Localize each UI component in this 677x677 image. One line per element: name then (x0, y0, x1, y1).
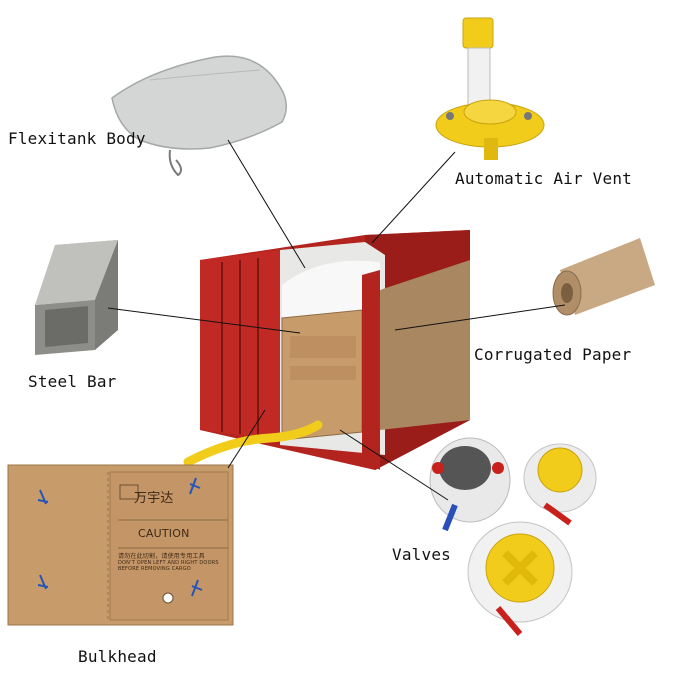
leader-steel-bar (107, 307, 301, 334)
hose-image (183, 420, 323, 467)
leader-paper (394, 304, 566, 331)
paper-roll-image (552, 238, 655, 316)
leader-air-vent (371, 151, 456, 244)
leader-flexitank (227, 139, 306, 269)
leader-valves (339, 429, 449, 501)
air-vent-image (435, 17, 545, 160)
leader-bulkhead (227, 409, 266, 469)
bulkhead-notice-cn: 请勿在此切割，请使用专用工具 (118, 553, 205, 560)
bulkhead-notice-en: DON'T OPEN LEFT AND RIGHT DOORS BEFORE R… (118, 560, 219, 572)
valves-image (429, 437, 597, 636)
label-air-vent: Automatic Air Vent (455, 169, 632, 188)
label-bulkhead: Bulkhead (78, 647, 157, 666)
label-flexitank-body: Flexitank Body (8, 129, 146, 148)
container-image (200, 230, 470, 470)
bulkhead-caution-text: CAUTION (138, 527, 190, 540)
flexitank-bag-image (111, 55, 287, 177)
label-corrugated-paper: Corrugated Paper (474, 345, 632, 364)
steel-bar-image (35, 240, 118, 355)
bulkhead-panel-image (7, 464, 234, 626)
label-valves: Valves (392, 545, 451, 564)
label-steel-bar: Steel Bar (28, 372, 117, 391)
bulkhead-brand-text: 万宇达 (134, 491, 174, 506)
